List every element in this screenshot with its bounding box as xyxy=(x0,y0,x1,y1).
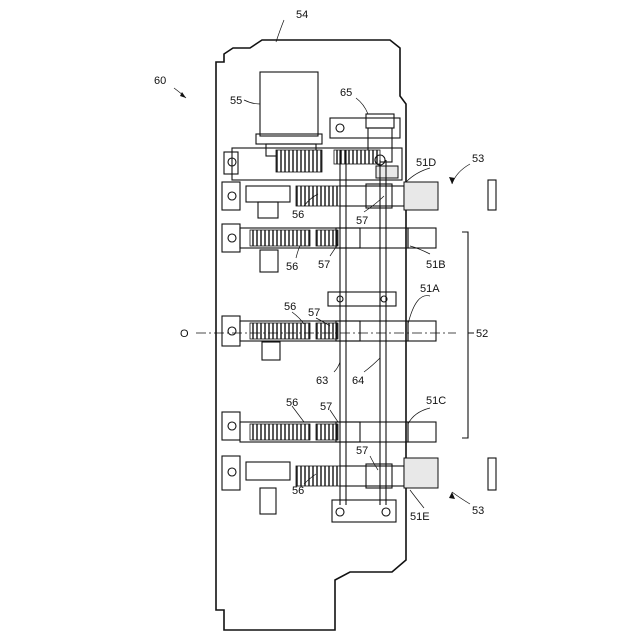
label-54: 54 xyxy=(296,9,308,21)
label-56-d: 56 xyxy=(286,397,298,409)
label-57-e: 57 xyxy=(356,445,368,457)
unit-51A xyxy=(222,316,436,360)
arrow-53-bottom-icon xyxy=(449,492,455,499)
label-51D: 51D xyxy=(416,157,436,169)
label-60: 60 xyxy=(154,75,166,87)
label-64: 64 xyxy=(352,375,364,387)
label-63: 63 xyxy=(316,375,328,387)
label-51E: 51E xyxy=(410,511,430,523)
label-0: O xyxy=(180,328,189,340)
label-56-c: 56 xyxy=(284,301,296,313)
bracket-52 xyxy=(462,232,474,438)
label-65: 65 xyxy=(340,87,352,99)
label-56-a: 56 xyxy=(292,209,304,221)
label-53-bottom: 53 xyxy=(472,505,484,517)
label-51B: 51B xyxy=(426,259,446,271)
label-57-d: 57 xyxy=(320,401,332,413)
label-53-top: 53 xyxy=(472,153,484,165)
motor-55 xyxy=(256,72,322,156)
label-57-a: 57 xyxy=(356,215,368,227)
label-56-e: 56 xyxy=(292,485,304,497)
unit-51E xyxy=(222,456,496,514)
label-52: 52 xyxy=(476,328,488,340)
unit-51D xyxy=(222,180,496,218)
label-55: 55 xyxy=(230,95,242,107)
label-56-b: 56 xyxy=(286,261,298,273)
label-57-c: 57 xyxy=(308,307,320,319)
arrow-53-top-icon xyxy=(449,177,455,184)
label-51C: 51C xyxy=(426,395,446,407)
unit-51C xyxy=(222,412,436,442)
drive-train xyxy=(224,148,402,180)
arrow-60-icon xyxy=(180,92,186,98)
label-57-b: 57 xyxy=(318,259,330,271)
label-51A: 51A xyxy=(420,283,440,295)
